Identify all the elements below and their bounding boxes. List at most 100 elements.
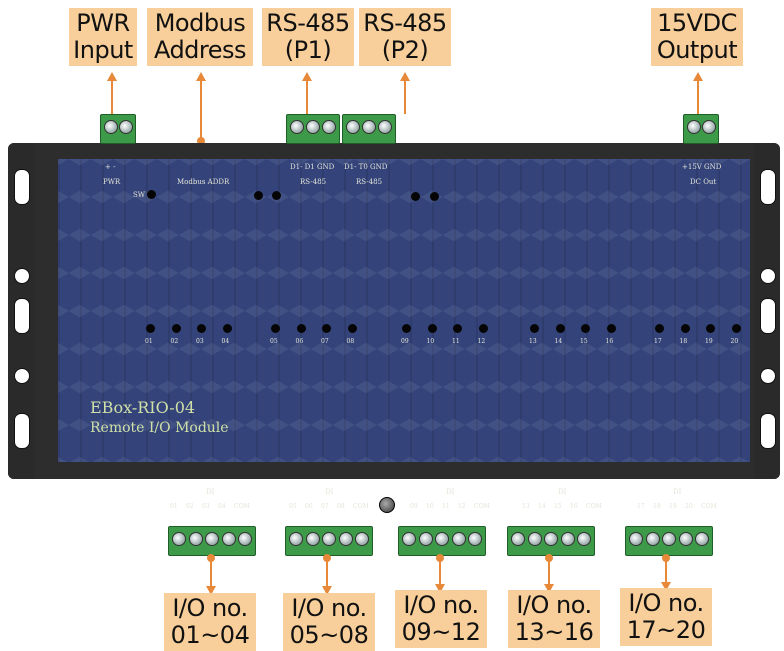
channel-number: 08	[346, 338, 355, 345]
mounting-slot	[760, 413, 776, 449]
leader-arrow	[435, 584, 445, 593]
leader-line	[665, 558, 667, 584]
di-pin-label: COM	[586, 503, 602, 510]
channel-led	[197, 324, 206, 333]
mounting-hole	[14, 368, 30, 384]
channel-number: 10	[426, 338, 435, 345]
callout-line: 05~08	[289, 621, 369, 649]
callout-line: RS-485	[363, 9, 447, 37]
callout-line: 01~04	[170, 621, 250, 649]
terminal-screw	[322, 532, 336, 546]
callout-line: (P2)	[381, 36, 429, 64]
di-pin-label: 15	[554, 503, 562, 510]
callout-line: 15VDC	[657, 9, 737, 37]
channel-number: 18	[679, 338, 688, 345]
leader-arrow	[196, 72, 206, 81]
channel-number: 15	[580, 338, 588, 345]
callout-modbus-address: Modbus Address	[147, 8, 253, 66]
terminal-screw	[205, 532, 219, 546]
callout-line: Modbus	[154, 9, 246, 37]
callout-line: I/O no.	[628, 589, 704, 617]
channel-number: 19	[705, 338, 713, 345]
terminal-screw	[678, 532, 693, 546]
callout-rs485-p1: RS-485 (P1)	[262, 8, 354, 66]
callout-line: I/O no.	[172, 594, 248, 622]
callout-line: I/O no.	[291, 594, 367, 622]
channel-led	[530, 324, 539, 333]
led-indicator	[272, 191, 281, 200]
terminal-screw	[544, 532, 558, 546]
mounting-hole	[760, 368, 776, 384]
terminal-screw	[418, 532, 433, 546]
channel-number: 12	[477, 338, 486, 345]
channel-led	[706, 324, 715, 333]
rs485-p2-terminal-block	[342, 114, 396, 144]
mounting-hole	[14, 268, 30, 284]
led-indicator	[411, 192, 420, 201]
terminal-screw	[402, 532, 416, 546]
terminal-screw	[629, 532, 643, 546]
dc-out-terminal-block	[683, 114, 719, 144]
terminal-screw	[362, 120, 376, 134]
di-pin-label: 20	[685, 503, 693, 510]
terminal-screw	[338, 532, 353, 546]
callout-line: Address	[153, 36, 247, 64]
channel-number: 09	[401, 338, 409, 345]
di-pin-label: 01	[170, 503, 178, 510]
channel-number: 14	[554, 338, 563, 345]
channel-led	[322, 324, 331, 333]
channel-led	[680, 324, 690, 333]
di-pin-label: 16	[570, 503, 578, 510]
leader-line	[697, 80, 699, 114]
terminal-screw	[695, 532, 709, 546]
di-pin-label: COM	[474, 503, 490, 510]
terminal-screw	[238, 532, 252, 546]
callout-pwr-input: PWR Input	[69, 8, 137, 66]
channel-number: 16	[605, 338, 614, 345]
sw-label: SW	[133, 191, 145, 199]
channel-led	[402, 324, 411, 333]
channel-number: 01	[145, 338, 153, 345]
di-pin-label: 07	[321, 503, 329, 510]
di-pin-label: 18	[653, 503, 661, 510]
di-pin-label: 02	[186, 503, 194, 510]
mounting-slot	[14, 169, 30, 205]
callout-io-17-20: I/O no. 17~20	[620, 588, 712, 646]
channel-led	[427, 324, 437, 333]
leader-line	[404, 80, 406, 114]
channel-number: 11	[452, 338, 460, 345]
di-group-title: DI	[558, 488, 567, 496]
callout-line: 13~16	[514, 618, 594, 646]
leader-line	[326, 558, 328, 588]
terminal-screw	[435, 532, 449, 546]
terminal-screw	[511, 532, 525, 546]
callout-io-13-16: I/O no. 13~16	[508, 590, 600, 648]
terminal-screw	[645, 532, 660, 546]
leader-line	[548, 558, 550, 586]
terminal-screw	[290, 120, 304, 134]
leader-arrow	[206, 586, 216, 595]
rs485-p2-pin-label: D1- T0 GND	[344, 163, 388, 171]
pwr-label: PWR	[103, 178, 121, 186]
channel-number: 07	[321, 338, 329, 345]
leader-arrow	[107, 72, 117, 81]
channel-number: 20	[730, 338, 739, 345]
di-pin-label: COM	[353, 503, 369, 510]
right-mounting-flange	[754, 143, 780, 479]
channel-led	[606, 324, 616, 333]
di-pin-label: 09	[410, 503, 418, 510]
callout-io-09-12: I/O no. 09~12	[395, 590, 487, 648]
channel-number: 13	[529, 338, 537, 345]
mounting-slot	[14, 413, 30, 449]
terminal-screw	[119, 120, 133, 134]
callout-line: Output	[656, 36, 738, 64]
callout-line: PWR	[76, 9, 130, 37]
channel-led	[347, 324, 357, 333]
pwr-terminal-block	[100, 114, 136, 144]
di-group-title: DI	[206, 488, 215, 496]
terminal-screw	[305, 532, 320, 546]
modbus-addr-label: Modbus ADDR	[177, 178, 230, 186]
leader-arrow	[661, 582, 671, 591]
leader-arrow	[693, 72, 703, 81]
di-pin-label: 06	[305, 503, 313, 510]
